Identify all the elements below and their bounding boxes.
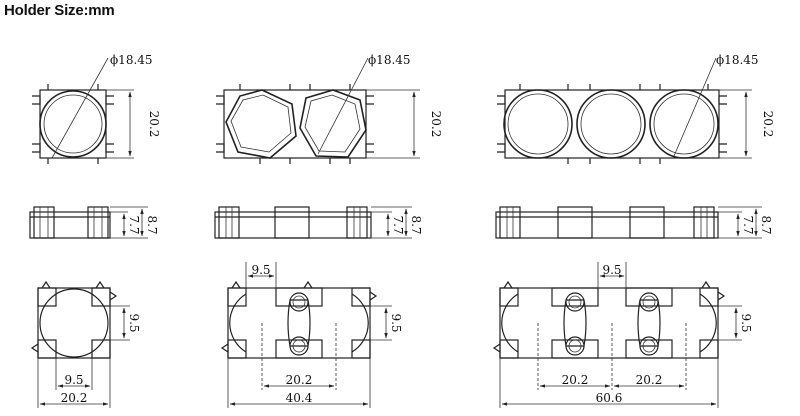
- single-outer-height-label: 8.7: [145, 215, 159, 234]
- triple-width-label: 20.2: [761, 111, 775, 138]
- double-holder-top-view: ϕ18.45 20.2: [216, 53, 443, 164]
- triple-pitch-label-1: 20.2: [562, 373, 589, 387]
- single-peg-vertical-label: 9.5: [127, 313, 141, 332]
- double-pitch-label: 20.2: [286, 373, 313, 387]
- single-inner-height-label: 7.7: [127, 215, 141, 234]
- double-inner-height-label: 7.7: [391, 215, 405, 234]
- page-title: Holder Size:mm: [4, 2, 115, 19]
- single-holder-bottom-view: 9.5 9.5 20.2: [30, 280, 141, 408]
- triple-length-label: 60.6: [596, 391, 623, 405]
- single-diameter-label: ϕ18.45: [110, 53, 153, 67]
- single-peg-horizontal-label: 9.5: [64, 373, 83, 387]
- triple-holder-side-view: 7.7 8.7: [495, 206, 773, 239]
- double-diameter-label: ϕ18.45: [368, 53, 411, 67]
- triple-pitch-label-2: 20.2: [636, 373, 663, 387]
- single-holder-top-view: ϕ18.45 20.2: [32, 53, 161, 164]
- triple-inner-height-label: 7.7: [741, 215, 755, 234]
- single-length-label: 20.2: [61, 391, 88, 405]
- triple-diameter-label: ϕ18.45: [716, 53, 759, 67]
- double-length-label: 40.4: [286, 391, 313, 405]
- single-width-label: 20.2: [147, 111, 161, 138]
- triple-peg-vertical-label: 9.5: [739, 313, 753, 332]
- triple-peg-horizontal-label: 9.5: [602, 263, 621, 277]
- triple-holder-bottom-view: 9.5 9.5 20.2 20.2 60.6: [492, 262, 753, 408]
- single-holder-side-view: 7.7 8.7: [29, 206, 159, 239]
- triple-outer-height-label: 8.7: [759, 215, 773, 234]
- double-holder-side-view: 7.7 8.7: [214, 206, 423, 239]
- double-holder-bottom-view: 9.5 9.5 20.2 40.4: [220, 262, 403, 408]
- double-width-label: 20.2: [429, 111, 443, 138]
- double-peg-vertical-label: 9.5: [389, 313, 403, 332]
- triple-holder-top-view: ϕ18.45 20.2: [497, 53, 775, 164]
- double-outer-height-label: 8.7: [409, 215, 423, 234]
- double-peg-horizontal-label: 9.5: [251, 263, 270, 277]
